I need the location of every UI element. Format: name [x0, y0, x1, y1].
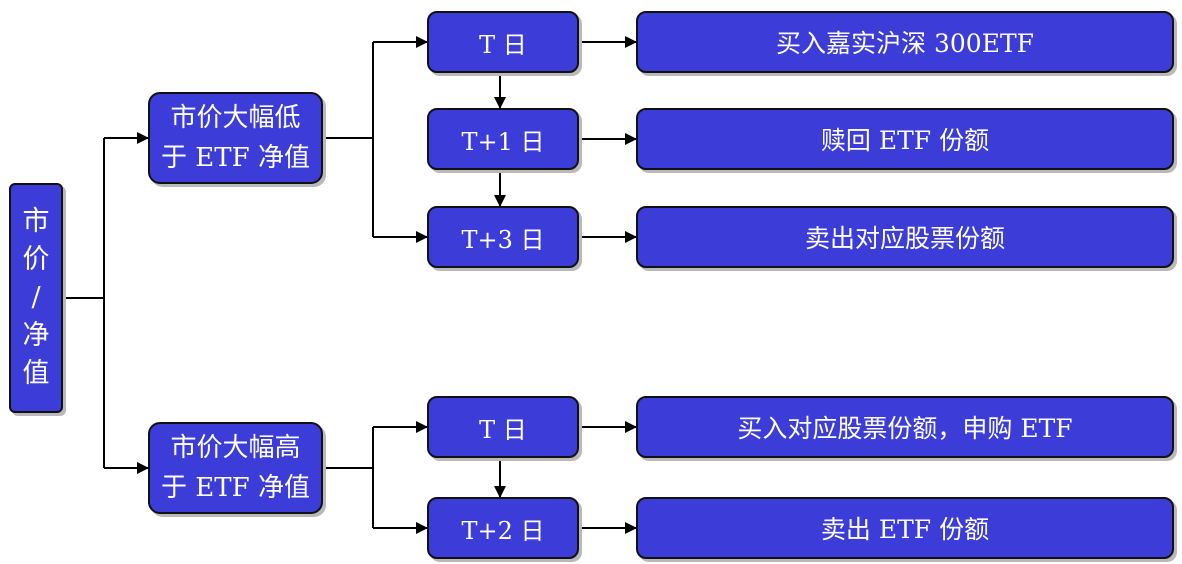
b2-step1-action: 买入对应股票份额，申购 ETF: [636, 396, 1174, 458]
b2-step2-day: T+2 日: [427, 497, 579, 559]
b1-step2-action: 赎回 ETF 份额: [636, 108, 1174, 170]
b1-step1-day: T 日: [427, 11, 579, 73]
root-label: 市 价 / 净 值: [22, 206, 50, 389]
branch-high-condition: 市价大幅高 于 ETF 净值: [148, 422, 323, 514]
b2-step2-day-label: T+2 日: [461, 516, 545, 545]
b2-step1-day-label: T 日: [479, 415, 527, 444]
b1-step2-action-label: 赎回 ETF 份额: [820, 126, 990, 155]
branch-high-condition-label: 市价大幅高 于 ETF 净值: [161, 433, 310, 503]
b2-step2-action-label: 卖出 ETF 份额: [820, 515, 990, 544]
b1-step3-day-label: T+3 日: [461, 225, 545, 254]
b1-step1-action: 买入嘉实沪深 300ETF: [636, 11, 1174, 73]
b1-step3-action: 卖出对应股票份额: [636, 206, 1174, 268]
b1-step2-day: T+1 日: [427, 108, 579, 170]
b1-step2-day-label: T+1 日: [461, 127, 545, 156]
b1-step1-action-label: 买入嘉实沪深 300ETF: [776, 29, 1034, 58]
b2-step1-day: T 日: [427, 396, 579, 458]
b1-step3-day: T+3 日: [427, 206, 579, 268]
b2-step1-action-label: 买入对应股票份额，申购 ETF: [737, 414, 1073, 443]
b1-step3-action-label: 卖出对应股票份额: [804, 224, 1005, 253]
branch-low-condition-label: 市价大幅低 于 ETF 净值: [161, 103, 310, 173]
b1-step1-day-label: T 日: [479, 30, 527, 59]
branch-low-condition: 市价大幅低 于 ETF 净值: [148, 92, 323, 184]
b2-step2-action: 卖出 ETF 份额: [636, 497, 1174, 559]
root-node: 市 价 / 净 值: [9, 183, 63, 413]
